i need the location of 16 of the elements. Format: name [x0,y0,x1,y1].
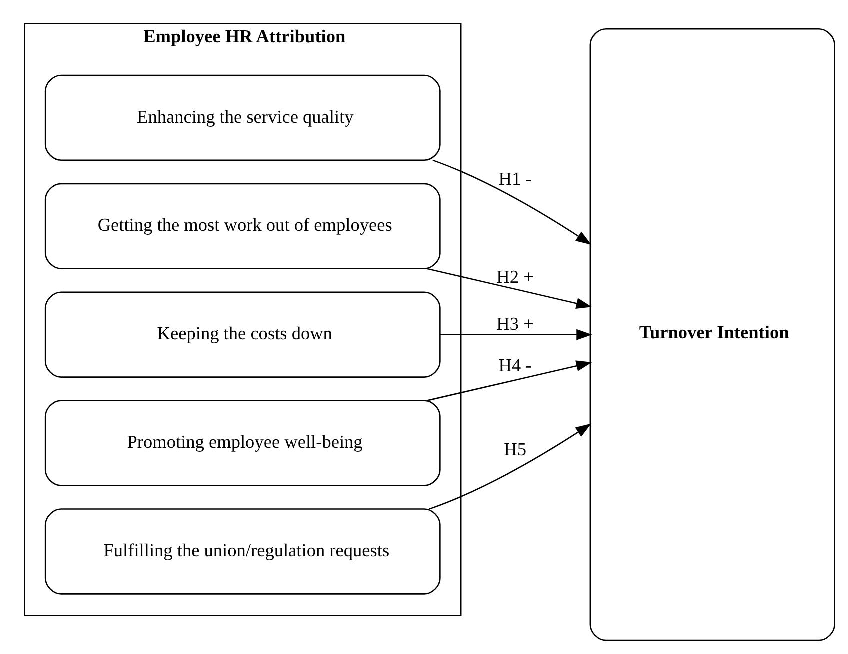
edge-label: H4 - [498,356,532,376]
node-box: Getting the most work out of employees [44,183,440,270]
node-box: Keeping the costs down [44,292,440,378]
edge-label: H3 + [496,314,534,334]
edge-label: H5 [504,439,526,460]
edge-label: H1 - [498,168,532,189]
arrow [426,360,592,402]
arrow [440,329,592,340]
arrow [432,160,592,245]
arrow [428,424,591,510]
node-box: Enhancing the service quality [44,74,440,162]
node-box: Turnover Intention [589,28,835,642]
edge-label: H2 + [496,266,534,287]
arrow [426,268,592,309]
node-box: Promoting employee well-being [44,400,440,486]
node-box: Fulfilling the union/regulation requests [44,508,440,595]
